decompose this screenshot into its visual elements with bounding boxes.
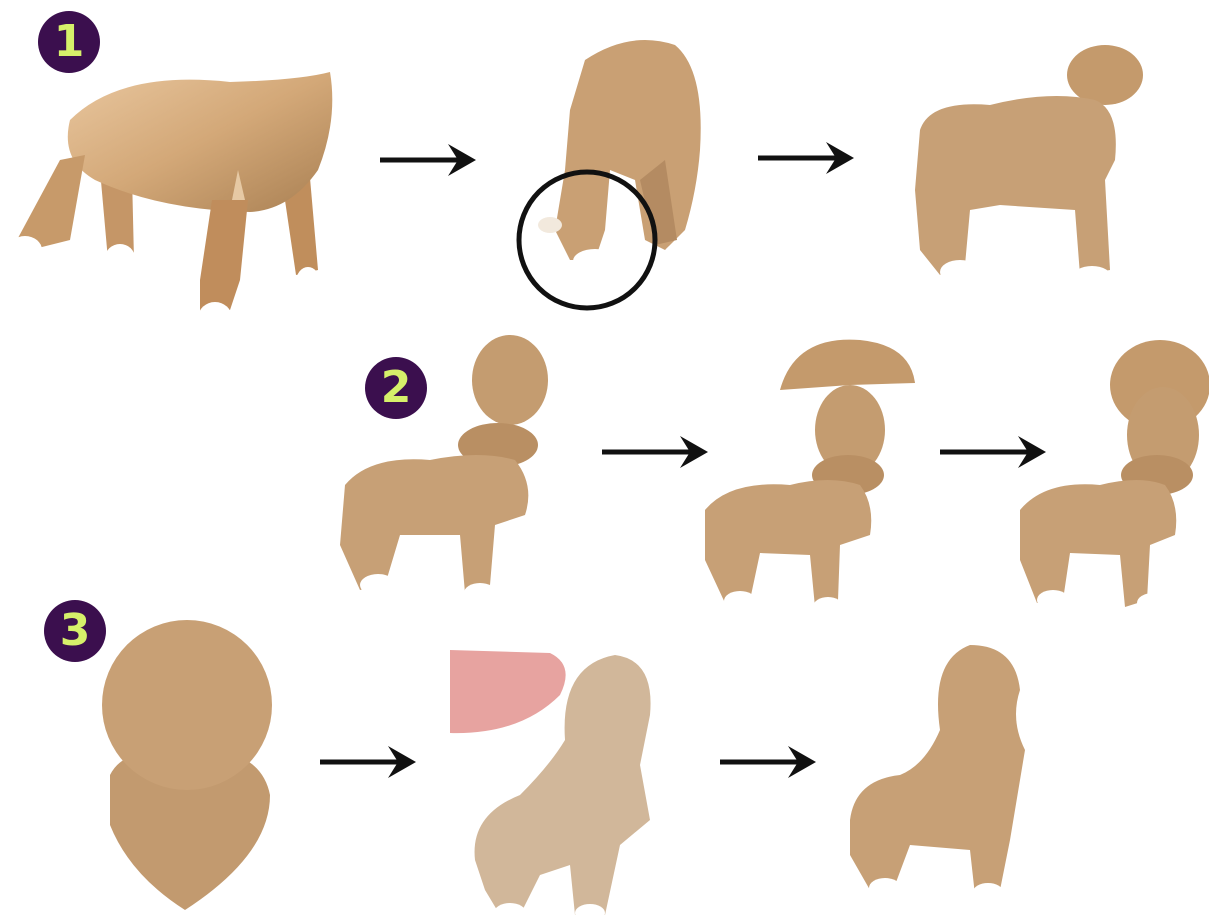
clay-head-pieces — [95, 625, 285, 915]
finger — [450, 650, 566, 733]
clay-body-four-legs — [0, 60, 340, 350]
arrow-right-icon — [756, 138, 856, 178]
arrow-right-icon — [718, 742, 818, 782]
clay-figure-neck-ring — [330, 335, 550, 610]
arrow-right-icon — [378, 140, 478, 180]
clay-figure-being-shaped — [440, 645, 680, 920]
clay-figure-cap-separate — [700, 335, 920, 620]
arrow-right-icon — [600, 432, 710, 472]
clay-figure-cap-attached — [1015, 335, 1209, 620]
arrow-right-icon — [318, 742, 418, 782]
clay-body-bent-legs — [515, 30, 715, 310]
clay-body-with-head-ball — [900, 40, 1130, 300]
clay-figure-shaped — [840, 640, 1040, 910]
